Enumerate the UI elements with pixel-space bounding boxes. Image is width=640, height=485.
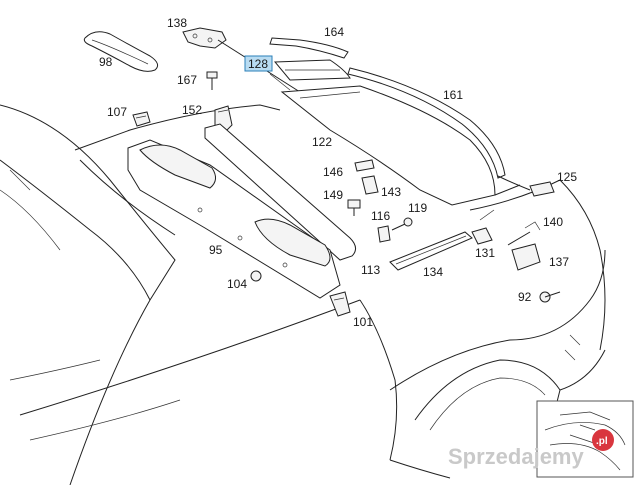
label-113: 113 bbox=[361, 263, 380, 277]
watermark-badge-icon bbox=[592, 429, 614, 451]
label-128-highlight bbox=[244, 55, 273, 72]
watermark: Sprzedajemy .pl bbox=[448, 429, 614, 469]
part-labels: 138 164 98 128 167 161 107 152 122 146 1… bbox=[99, 16, 577, 329]
label-146: 146 bbox=[323, 165, 343, 179]
label-152: 152 bbox=[182, 103, 202, 117]
part-164-strip bbox=[269, 37, 349, 59]
right-hardware-group bbox=[471, 175, 561, 303]
part-107-clip bbox=[132, 111, 151, 127]
label-116: 116 bbox=[371, 209, 390, 223]
label-134: 134 bbox=[423, 265, 443, 279]
label-125: 125 bbox=[557, 170, 577, 184]
label-92: 92 bbox=[518, 290, 532, 304]
thumbnail-inset bbox=[536, 400, 634, 478]
label-161: 161 bbox=[443, 88, 463, 102]
label-119: 119 bbox=[408, 201, 427, 215]
label-107: 107 bbox=[107, 105, 127, 119]
label-122: 122 bbox=[312, 135, 332, 149]
label-131: 131 bbox=[475, 246, 495, 260]
label-104: 104 bbox=[227, 277, 247, 291]
label-167: 167 bbox=[177, 73, 197, 87]
label-101: 101 bbox=[353, 315, 373, 329]
watermark-suffix: .pl bbox=[596, 436, 608, 447]
part-167-bolt bbox=[206, 71, 218, 90]
part-138-bracket bbox=[182, 27, 301, 93]
label-137: 137 bbox=[549, 255, 569, 269]
small-hardware-group bbox=[347, 159, 413, 243]
watermark-text: Sprzedajemy bbox=[448, 444, 584, 469]
part-95-crossmember bbox=[127, 139, 341, 299]
label-98: 98 bbox=[99, 55, 113, 69]
label-149: 149 bbox=[323, 188, 343, 202]
part-104-nut bbox=[250, 270, 262, 282]
label-128: 128 bbox=[248, 57, 268, 71]
label-143: 143 bbox=[381, 185, 401, 199]
label-140: 140 bbox=[543, 215, 563, 229]
leader-lines bbox=[269, 73, 495, 221]
car-body-outline bbox=[0, 104, 606, 485]
part-161-seal bbox=[347, 67, 506, 179]
label-164: 164 bbox=[324, 25, 344, 39]
part-122-shelf bbox=[280, 85, 521, 206]
part-98-seal bbox=[83, 31, 159, 72]
part-134-rail bbox=[389, 231, 473, 271]
part-113-trim bbox=[204, 123, 356, 261]
part-101-bracket bbox=[329, 291, 351, 317]
label-138: 138 bbox=[167, 16, 187, 30]
label-95: 95 bbox=[209, 243, 223, 257]
part-128-panel bbox=[273, 59, 351, 81]
